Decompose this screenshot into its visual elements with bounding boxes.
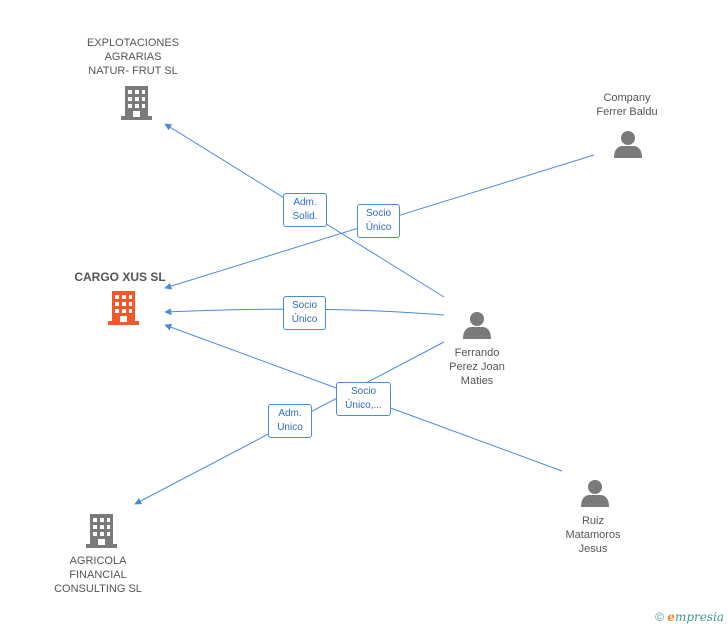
relation-label-socio-unico-etc[interactable]: Socio Único,...	[336, 382, 391, 416]
building-main-icon[interactable]	[108, 291, 139, 325]
relation-label-socio-unico[interactable]: Socio Único	[283, 296, 326, 330]
relation-label-adm-solid[interactable]: Adm. Solid.	[283, 193, 327, 227]
node-label-cargo-xus[interactable]: CARGO XUS SL	[74, 270, 166, 284]
person-icon[interactable]	[463, 312, 491, 339]
building-icon[interactable]	[121, 86, 152, 120]
person-icon[interactable]	[581, 480, 609, 507]
node-label-company-ferrer[interactable]: Company Ferrer Baldu	[596, 92, 658, 118]
node-label-explotaciones[interactable]: EXPLOTACIONES AGRARIAS NATUR- FRUT SL	[86, 37, 180, 77]
relation-label-socio-unico[interactable]: Socio Único	[357, 204, 400, 238]
relation-label-adm-unico[interactable]: Adm. Unico	[268, 404, 312, 438]
empresia-logo: empresia	[667, 610, 724, 624]
node-label-ruiz[interactable]: Ruiz Matamoros Jesus	[565, 515, 621, 555]
building-icon[interactable]	[86, 514, 117, 548]
copyright-notice: © empresia	[655, 610, 724, 624]
node-label-ferrando[interactable]: Ferrando Perez Joan Maties	[449, 347, 505, 387]
person-icon[interactable]	[614, 131, 642, 158]
copyright-icon: ©	[655, 610, 664, 624]
node-label-agricola[interactable]: AGRICOLA FINANCIAL CONSULTING SL	[54, 555, 142, 595]
